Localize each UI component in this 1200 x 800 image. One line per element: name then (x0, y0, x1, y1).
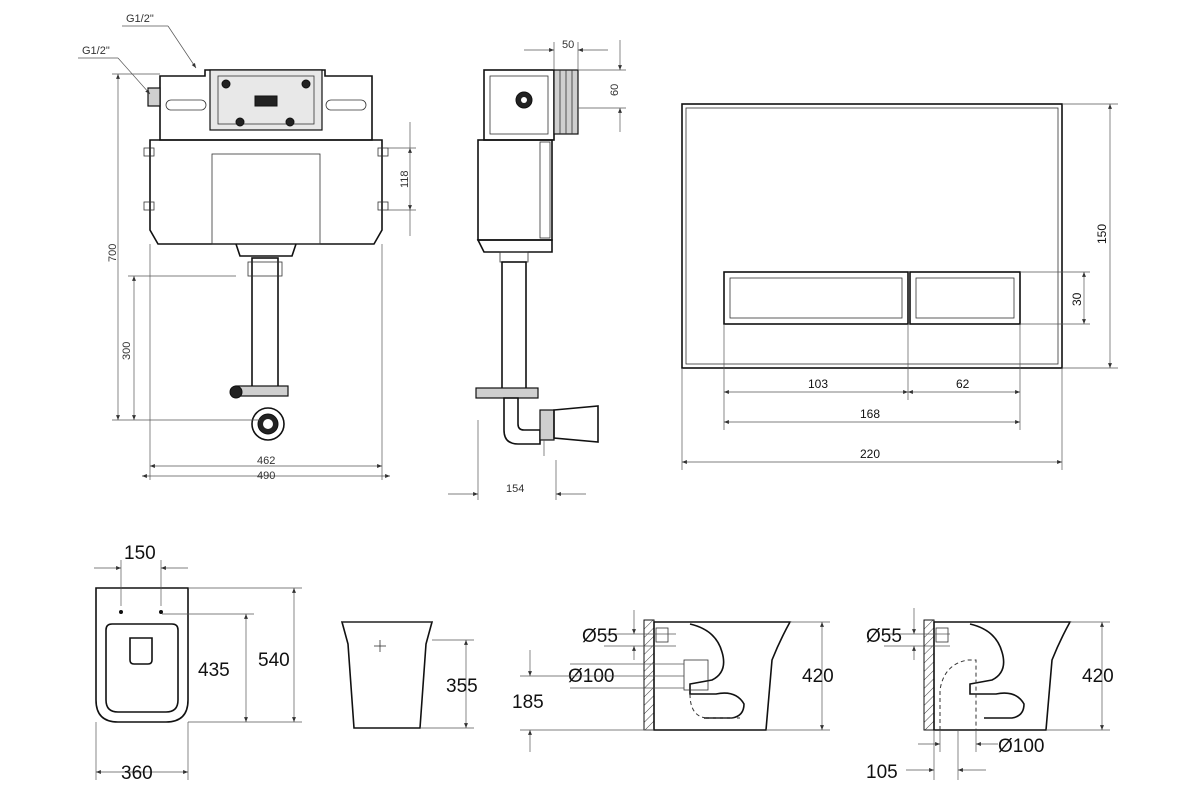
dim-220: 220 (860, 447, 880, 461)
dim-435: 435 (198, 660, 230, 681)
dim-490: 490 (257, 470, 275, 482)
toilet-side-view-b: Ø55 420 Ø100 105 (866, 608, 1114, 783)
dim-420-b: 420 (1082, 666, 1114, 687)
dim-360: 360 (121, 763, 153, 784)
label-inlet-top: G1/2" (126, 13, 154, 25)
large-flush-button[interactable] (723, 271, 909, 325)
dim-462: 462 (257, 455, 275, 467)
dim-150: 150 (1095, 224, 1109, 244)
dim-300: 300 (121, 342, 133, 360)
dim-154: 154 (506, 483, 524, 495)
cistern-front-view: G1/2" G1/2" 700 300 118 462 490 (78, 13, 416, 482)
label-inlet-55-a: Ø55 (582, 626, 618, 647)
dim-700: 700 (107, 244, 119, 262)
dim-420-a: 420 (802, 666, 834, 687)
dim-540: 540 (258, 650, 290, 671)
dim-185: 185 (512, 692, 544, 713)
toilet-top-view: 150 540 435 360 (94, 543, 302, 784)
dim-355: 355 (446, 676, 478, 697)
dim-62: 62 (956, 377, 970, 391)
cistern-side-view: 50 60 154 (448, 39, 626, 500)
dim-50: 50 (562, 39, 574, 51)
dim-toilet-150: 150 (124, 543, 156, 564)
flush-plate (681, 103, 1063, 369)
dim-30: 30 (1070, 292, 1084, 306)
dim-168: 168 (860, 407, 880, 421)
label-outlet-100-a: Ø100 (568, 666, 614, 687)
dim-118: 118 (399, 170, 411, 188)
label-outlet-100-b: Ø100 (998, 736, 1044, 757)
toilet-front-view: 355 (340, 621, 478, 729)
side-inlet (147, 87, 161, 107)
label-inlet-side: G1/2" (82, 45, 110, 57)
dim-105: 105 (866, 762, 898, 783)
label-inlet-55-b: Ø55 (866, 626, 902, 647)
tank-body (149, 139, 383, 245)
flush-pipe (251, 257, 279, 389)
dim-103: 103 (808, 377, 828, 391)
dim-60: 60 (609, 84, 621, 96)
outlet-connector (251, 407, 285, 441)
small-flush-button[interactable] (909, 271, 1021, 325)
flush-plate-view: 150 30 103 62 168 220 (681, 103, 1118, 470)
toilet-side-view-a: Ø55 Ø100 185 420 (512, 610, 834, 752)
